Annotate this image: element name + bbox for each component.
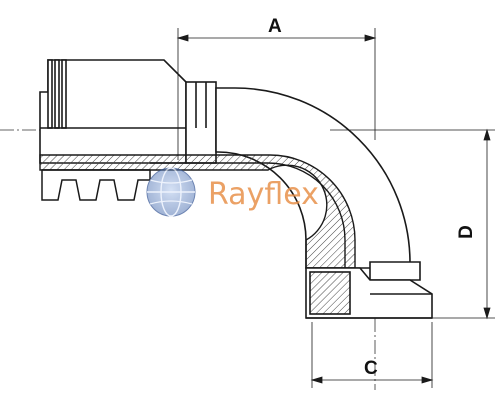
flange-neck — [369, 261, 421, 281]
flange-section — [309, 271, 351, 315]
flange — [305, 261, 433, 319]
dimension-c-label: C — [364, 358, 378, 379]
ferrule — [39, 59, 187, 164]
section-wall — [39, 154, 356, 269]
ferrule-groove-1 — [47, 59, 53, 129]
dim-c-arrow-right — [421, 376, 434, 384]
rayflex-watermark: Rayflex — [146, 167, 319, 217]
dimension-a — [176, 28, 377, 160]
section-bore — [150, 162, 346, 268]
hose-barbs — [41, 169, 151, 201]
collar-block — [185, 81, 217, 164]
dim-c-arrow-left — [310, 376, 323, 384]
watermark-text: Rayflex — [208, 177, 319, 212]
globe-icon — [146, 167, 196, 217]
dimension-a-label: A — [268, 16, 282, 37]
ferrule-groove-3 — [61, 59, 67, 129]
ferrule-groove-2 — [54, 59, 60, 129]
dim-a-arrow-right — [364, 34, 377, 42]
dimension-d — [330, 128, 495, 320]
section-view — [39, 154, 356, 269]
nipple-collar — [185, 81, 217, 164]
dim-a-arrow-left — [176, 34, 189, 42]
dim-d-arrow-bottom — [483, 307, 491, 320]
dim-d-arrow-top — [483, 128, 491, 141]
barb-row — [41, 169, 151, 201]
dimension-c — [310, 322, 434, 388]
dimension-d-label: D — [456, 225, 477, 239]
